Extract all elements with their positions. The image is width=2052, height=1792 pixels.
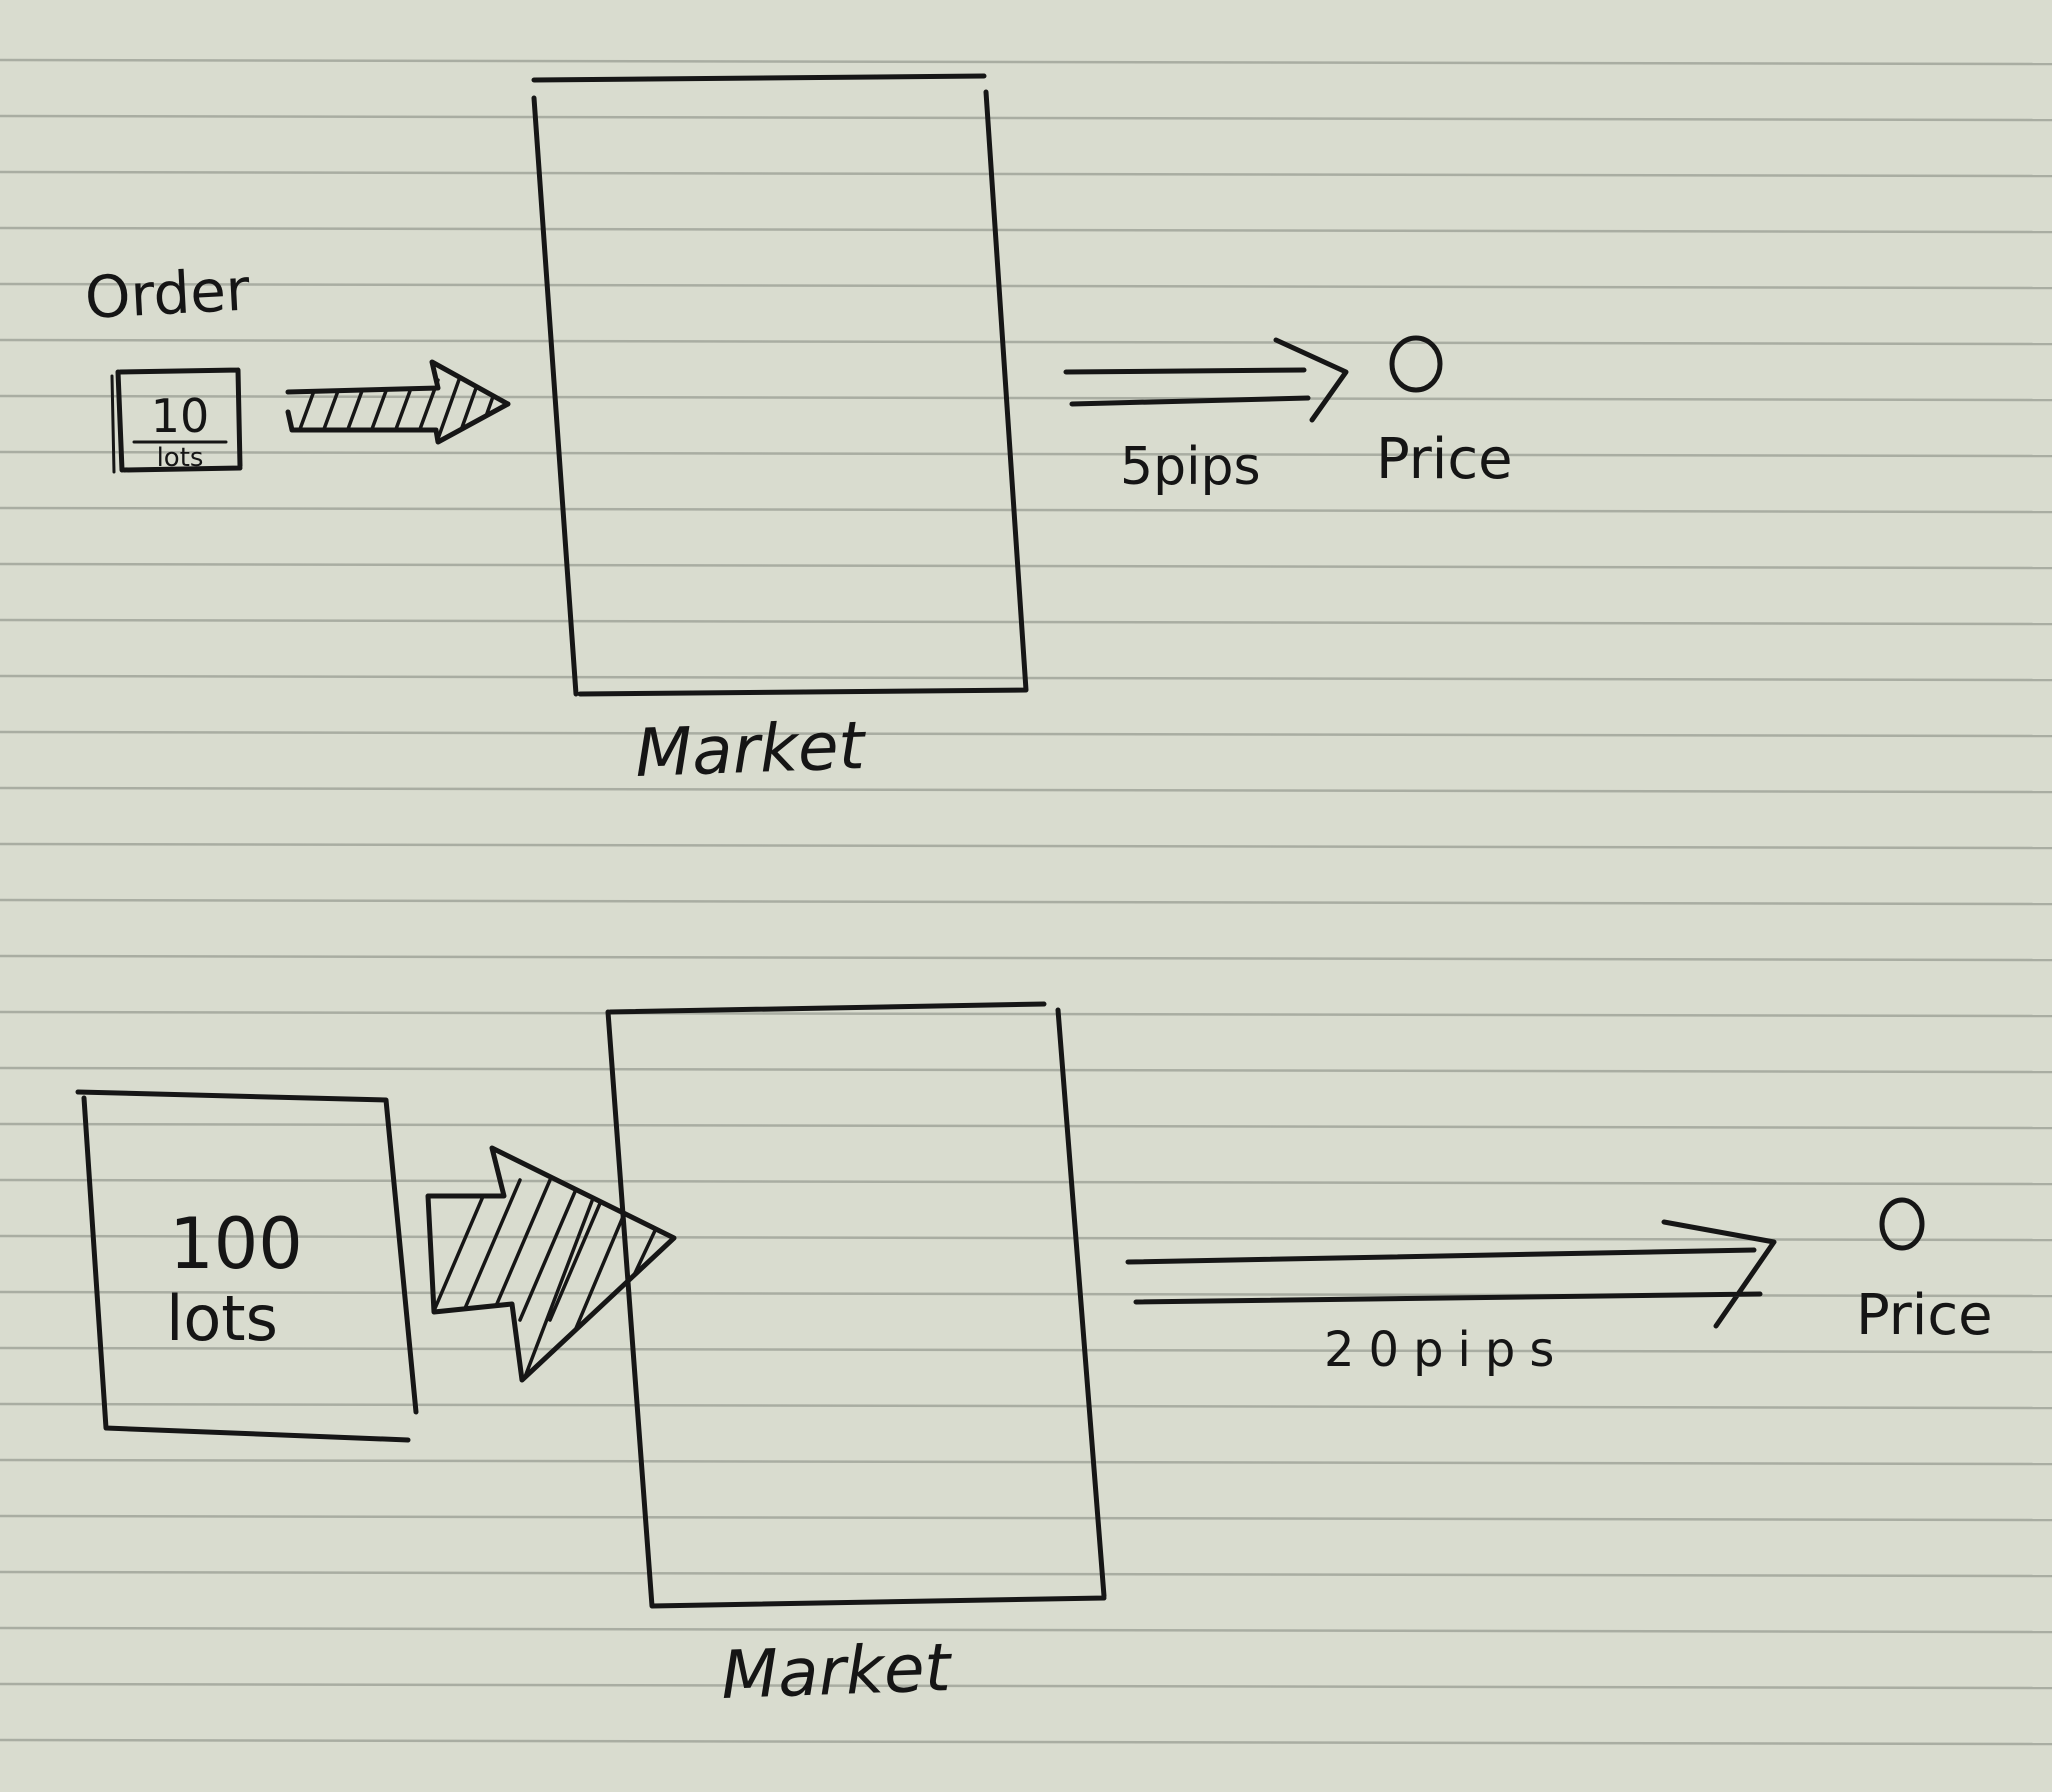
ruled-line	[0, 786, 2052, 794]
ruled-line	[0, 1122, 2052, 1130]
ruled-line	[0, 1682, 2052, 1690]
top-order-heading: Order	[83, 255, 251, 332]
notebook-ruled-lines	[0, 58, 2052, 1746]
bottom-arrow-hatching	[428, 1178, 674, 1380]
ruled-line	[0, 562, 2052, 570]
ruled-line	[0, 1402, 2052, 1410]
ruled-line	[0, 114, 2052, 122]
bottom-scenario: 100 lots Market 20pips Price	[75, 1001, 1993, 1714]
bottom-price-marker	[1879, 1197, 1925, 1251]
ruled-line	[0, 394, 2052, 402]
top-price-marker	[1389, 335, 1443, 393]
bottom-order-arrow	[425, 1145, 677, 1383]
ruled-line	[0, 1626, 2052, 1634]
ruled-line	[0, 1066, 2052, 1074]
ruled-line	[0, 1514, 2052, 1522]
ruled-line	[0, 226, 2052, 234]
ruled-line	[0, 618, 2052, 626]
ruled-line	[0, 506, 2052, 514]
ruled-line	[0, 954, 2052, 962]
ruled-line	[0, 1178, 2052, 1186]
top-market-box	[531, 73, 1029, 697]
top-order-arrow	[285, 359, 511, 445]
top-order-quantity: 10	[151, 389, 210, 443]
ruled-line	[0, 338, 2052, 346]
ruled-line	[0, 170, 2052, 178]
top-price-arrow	[1063, 337, 1349, 423]
ruled-line	[0, 1738, 2052, 1746]
top-arrow-hatching	[294, 362, 508, 442]
ruled-line	[0, 1010, 2052, 1018]
ruled-line	[0, 1234, 2052, 1242]
top-order-unit: lots	[157, 443, 204, 473]
ruled-line	[0, 842, 2052, 850]
ruled-line	[0, 898, 2052, 906]
ruled-line	[0, 1346, 2052, 1354]
bottom-market-label: Market	[720, 1629, 954, 1714]
ruled-line	[0, 730, 2052, 738]
ruled-line	[0, 282, 2052, 290]
bottom-move-label: 20pips	[1324, 1322, 1568, 1378]
bottom-order-unit: lots	[166, 1282, 278, 1355]
top-order-box: 10 lots	[110, 367, 243, 474]
bottom-market-box	[605, 1001, 1107, 1609]
top-price-label: Price	[1376, 427, 1513, 492]
top-market-label: Market	[634, 707, 868, 792]
bottom-order-quantity: 100	[169, 1203, 303, 1285]
ruled-line	[0, 58, 2052, 66]
bottom-order-box: 100 lots	[75, 1089, 419, 1443]
bottom-price-label: Price	[1856, 1283, 1993, 1348]
top-scenario: Order 10 lots Market 5pips Price	[83, 73, 1513, 792]
bottom-price-arrow	[1125, 1219, 1777, 1329]
top-move-label: 5pips	[1120, 437, 1261, 497]
ruled-line	[0, 450, 2052, 458]
ruled-line	[0, 1570, 2052, 1578]
ruled-line	[0, 1458, 2052, 1466]
